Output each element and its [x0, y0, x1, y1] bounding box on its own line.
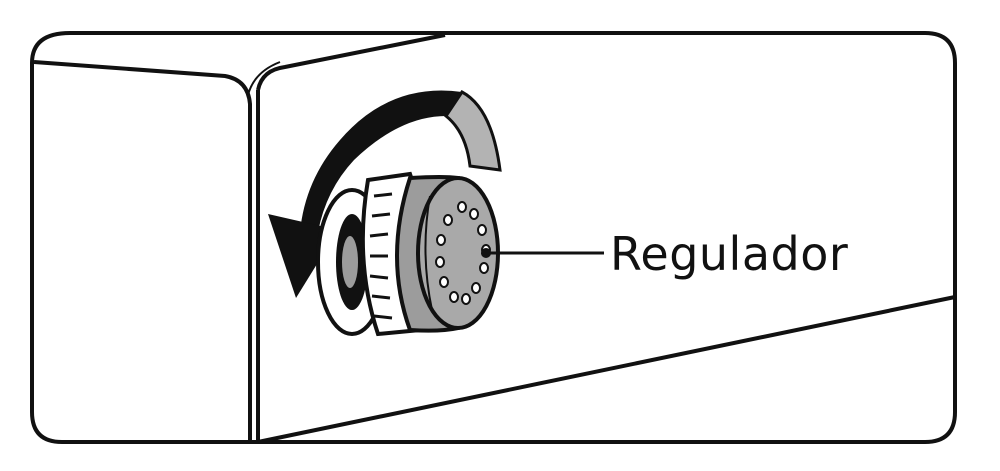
front-panel-inner-edge	[247, 61, 281, 96]
nozzle-holes	[435, 201, 491, 305]
regulator-label: Regulador	[610, 227, 849, 281]
appliance-front-panel	[256, 33, 446, 91]
rotation-arrow-tail	[443, 90, 502, 172]
regulator-knob-icon	[316, 171, 500, 337]
appliance-bottom-edge	[257, 295, 956, 444]
appliance-left-panel	[33, 60, 252, 442]
